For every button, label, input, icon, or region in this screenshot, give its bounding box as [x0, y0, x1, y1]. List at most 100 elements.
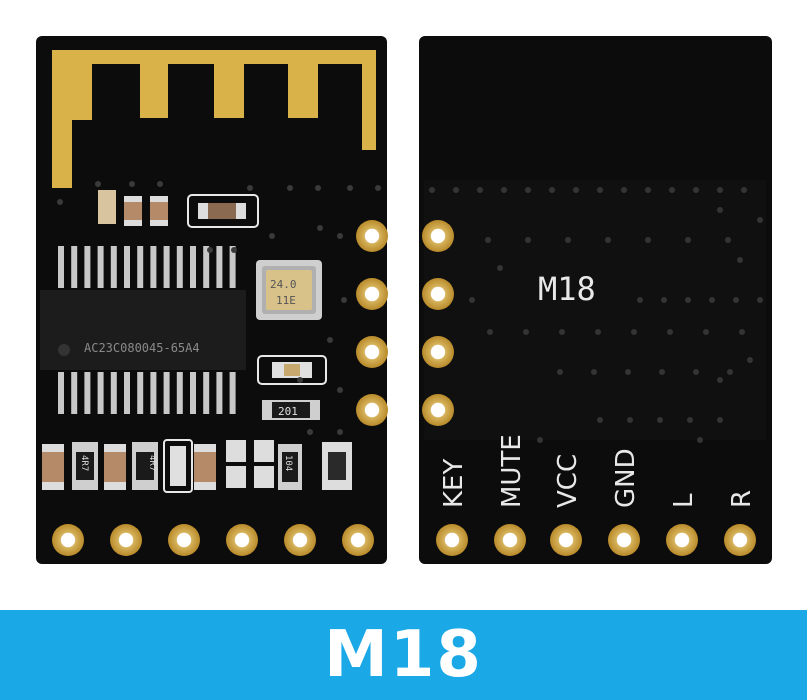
via — [247, 185, 253, 191]
via — [741, 187, 747, 193]
chip-marking: AC23C080045-65A4 — [84, 341, 200, 355]
via — [453, 187, 459, 193]
via — [747, 357, 753, 363]
chip-pins-bottom — [58, 372, 236, 414]
via — [717, 187, 723, 193]
capacitor — [98, 190, 116, 224]
via — [565, 237, 571, 243]
chip-pin — [137, 372, 144, 414]
via — [595, 329, 601, 335]
solder-pad — [168, 524, 200, 556]
chip-pin — [97, 372, 104, 414]
chip-pin — [163, 246, 170, 288]
via — [645, 237, 651, 243]
via — [693, 369, 699, 375]
solder-pad — [422, 394, 454, 426]
chip-pin — [150, 372, 157, 414]
via — [659, 369, 665, 375]
resistor-label-2: 4R7 — [79, 455, 89, 471]
via — [703, 329, 709, 335]
via — [637, 297, 643, 303]
chip-pin — [71, 372, 78, 414]
resistor-label-1: 201 — [278, 405, 298, 418]
chip-pin — [124, 372, 130, 414]
diode — [170, 446, 186, 486]
via — [57, 199, 63, 205]
via — [717, 417, 723, 423]
title-banner: M18 — [0, 610, 807, 700]
via — [625, 369, 631, 375]
back-model-label: M18 — [538, 270, 596, 308]
capacitor — [254, 466, 274, 488]
via — [657, 417, 663, 423]
via — [157, 181, 163, 187]
back-side-pads — [422, 220, 454, 426]
front-board: AC23C080045-65A4 24.0 11E 201 4R7 4R7 — [36, 36, 388, 564]
via — [525, 187, 531, 193]
via — [739, 329, 745, 335]
solder-pad — [52, 524, 84, 556]
via — [661, 297, 667, 303]
solder-pad — [284, 524, 316, 556]
via — [645, 187, 651, 193]
solder-pad — [550, 524, 582, 556]
back-vias — [429, 187, 763, 443]
via — [337, 429, 343, 435]
via — [573, 187, 579, 193]
chip-pin — [110, 246, 117, 288]
via — [669, 187, 675, 193]
banner-title: M18 — [324, 618, 483, 692]
via — [709, 297, 715, 303]
via — [725, 237, 731, 243]
via — [497, 265, 503, 271]
pin-label-key: KEY — [439, 459, 469, 508]
via — [685, 237, 691, 243]
front-vias — [57, 181, 381, 435]
via — [627, 417, 633, 423]
pin-label-l: L — [669, 493, 699, 508]
solder-pad — [422, 278, 454, 310]
via — [727, 369, 733, 375]
chip-pin — [216, 372, 223, 414]
solder-pad — [666, 524, 698, 556]
chip-pin — [84, 372, 91, 414]
solder-pad — [356, 220, 388, 252]
via — [501, 187, 507, 193]
resistor — [198, 203, 246, 219]
main-chip — [40, 290, 246, 370]
antenna-trace — [52, 50, 376, 188]
pin-label-vcc: VCC — [553, 454, 583, 508]
chip-pin — [176, 246, 183, 288]
solder-pad — [110, 524, 142, 556]
back-bottom-pads — [436, 524, 756, 556]
via — [605, 237, 611, 243]
front-side-pads — [356, 220, 388, 426]
crystal-marking-2: 11E — [276, 294, 296, 307]
via — [733, 297, 739, 303]
via — [687, 417, 693, 423]
back-board: M18 KEY MUTE VCC GND L R — [419, 36, 772, 564]
via — [315, 185, 321, 191]
via — [717, 377, 723, 383]
via — [717, 207, 723, 213]
solder-pad — [422, 336, 454, 368]
via — [337, 233, 343, 239]
via — [525, 237, 531, 243]
via — [757, 297, 763, 303]
via — [591, 369, 597, 375]
via — [317, 225, 323, 231]
via — [287, 185, 293, 191]
solder-pad — [342, 524, 374, 556]
via — [337, 387, 343, 393]
via — [297, 377, 303, 383]
via — [697, 437, 703, 443]
via — [207, 247, 213, 253]
via — [693, 187, 699, 193]
solder-pad — [226, 524, 258, 556]
capacitor — [226, 466, 246, 488]
solder-pad — [356, 394, 388, 426]
chip-pin — [216, 246, 223, 288]
resistor-label-3: 4R7 — [147, 455, 157, 471]
via — [95, 181, 101, 187]
via — [557, 369, 563, 375]
